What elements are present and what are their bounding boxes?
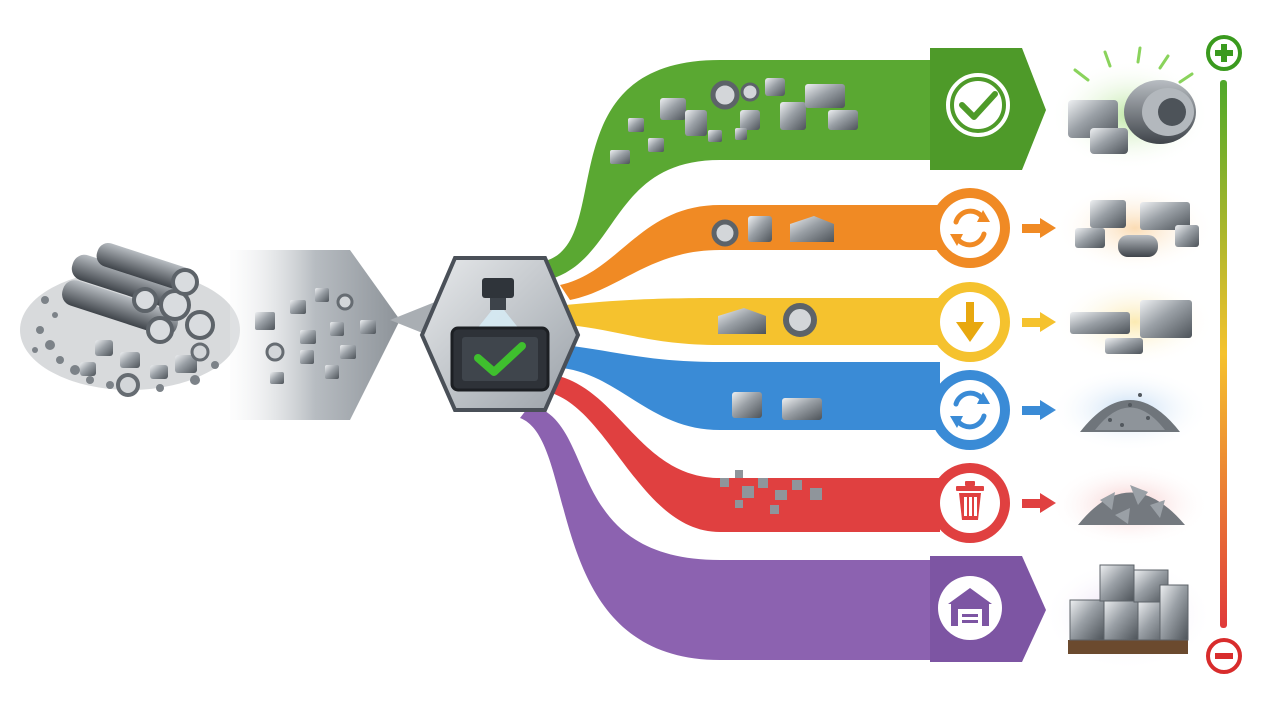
outcome-palletized-inventory [1043, 560, 1213, 670]
arrow-downgrade [1022, 312, 1056, 332]
stream-ribbons [520, 60, 940, 660]
node-downgrade [930, 282, 1010, 362]
rework-stream-parts [711, 216, 834, 247]
camera-inspection-icon [476, 278, 520, 330]
cycle-arrows-icon [950, 208, 990, 248]
metal-tubes [62, 242, 215, 344]
down-arrow-icon [956, 302, 984, 342]
nuts-and-fittings [80, 340, 210, 397]
checkmark-icon [474, 342, 526, 376]
node-accept [930, 48, 1046, 170]
stream-recycle [562, 345, 940, 430]
scrap-stream-parts [720, 470, 822, 514]
recycle-stream-parts [732, 392, 822, 420]
arrow-rework [1022, 218, 1056, 238]
sorting-hopper [230, 250, 440, 420]
stream-scrap [548, 375, 940, 532]
accept-stream-parts [610, 78, 858, 164]
stream-rework [560, 205, 940, 300]
minus-circle-icon [1206, 638, 1242, 674]
node-rework [930, 188, 1010, 268]
trash-can-icon [956, 481, 984, 520]
node-storage [930, 556, 1046, 662]
outcome-scrap-pile [1050, 463, 1210, 547]
value-scale [1206, 35, 1242, 674]
outcome-reworked-parts [1055, 183, 1215, 273]
sorted-parts [255, 288, 376, 384]
downgrade-stream-parts [718, 303, 817, 337]
warehouse-icon [948, 588, 992, 626]
recycle-arrows-icon [950, 390, 990, 430]
arrow-recycle [1022, 400, 1056, 420]
outcome-downgraded-parts [1055, 277, 1215, 367]
arrow-scrap [1022, 493, 1056, 513]
outcome-machined-finished-parts [1050, 46, 1210, 170]
checkmark-circle-icon [959, 91, 998, 120]
raw-material-stock [20, 242, 240, 397]
outcome-metal-chips-pile [1050, 368, 1210, 452]
inspection-station [419, 256, 581, 412]
node-recycle [930, 370, 1010, 450]
outcome-arrows [1022, 218, 1056, 513]
node-scrap [930, 463, 1010, 543]
plus-circle-icon [1206, 35, 1242, 71]
stream-storage [520, 405, 940, 660]
